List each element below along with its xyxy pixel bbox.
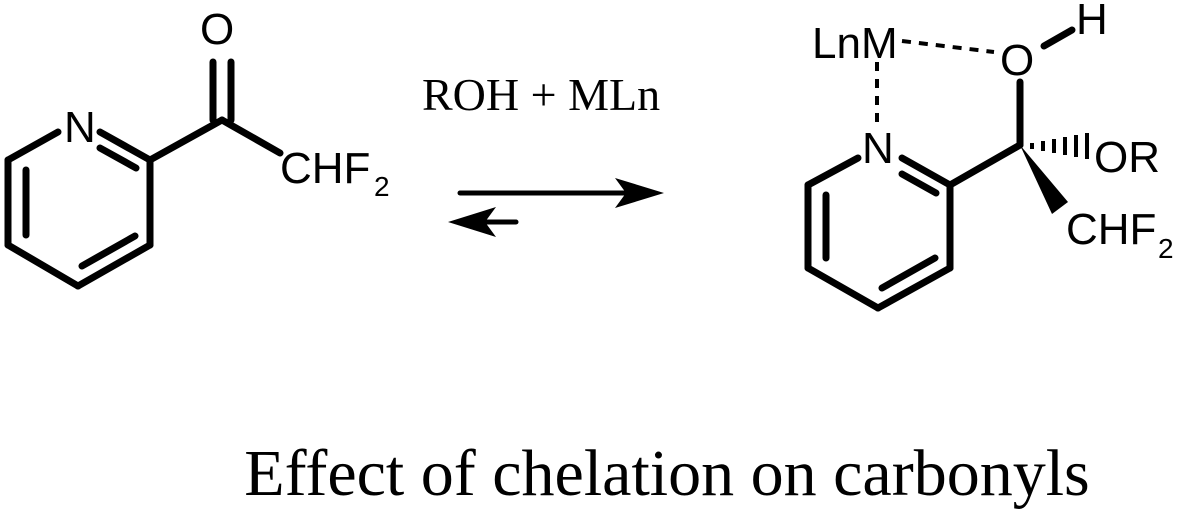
ring-bond <box>804 154 862 189</box>
forward-arrowhead <box>615 178 664 208</box>
ring-double-bond <box>78 232 139 270</box>
reactant-structure: O N CHF 2 <box>4 5 390 290</box>
atom-label-nitrogen: N <box>862 124 894 173</box>
reagents-label: ROH + MLn <box>422 69 660 120</box>
subscript-two: 2 <box>1158 233 1174 264</box>
metal-oxygen-coordination <box>901 39 995 54</box>
ring-double-bond <box>96 144 140 172</box>
oh-bond <box>1040 26 1076 50</box>
carbonyl-to-chf2-bond <box>218 116 284 157</box>
atom-label-oxygen: O <box>200 5 234 54</box>
reverse-arrowhead <box>448 207 496 237</box>
ring-bond <box>4 128 62 164</box>
group-label-or: OR <box>1094 133 1160 182</box>
hashed-wedge-bond <box>1030 133 1089 159</box>
ring-to-carbonyl-bond <box>146 116 226 164</box>
equilibrium-arrows: ROH + MLn <box>422 69 664 237</box>
ring-double-bond <box>898 170 940 197</box>
atom-label-nitrogen: N <box>64 103 96 152</box>
group-label-chf: CHF <box>1066 205 1156 254</box>
product-structure: LnM O H N OR CHF 2 <box>804 0 1174 312</box>
ring-bond <box>898 154 954 189</box>
solid-wedge-bond <box>1020 145 1068 214</box>
ring-double-bond <box>878 254 939 292</box>
subscript-two: 2 <box>374 171 390 202</box>
ring-to-carbon-bond <box>946 141 1024 189</box>
group-label-chf: CHF <box>280 144 370 193</box>
figure-caption: Effect of chelation on carbonyls <box>244 437 1090 510</box>
ring-bond <box>74 241 154 290</box>
ring-bond <box>96 128 154 164</box>
atom-label-hydrogen: H <box>1076 0 1108 44</box>
atom-label-oxygen: O <box>1000 36 1034 85</box>
ring-bond <box>4 241 82 290</box>
ring-bond <box>874 264 954 312</box>
metal-complex-label: LnM <box>812 19 898 68</box>
ring-bond <box>804 264 882 312</box>
